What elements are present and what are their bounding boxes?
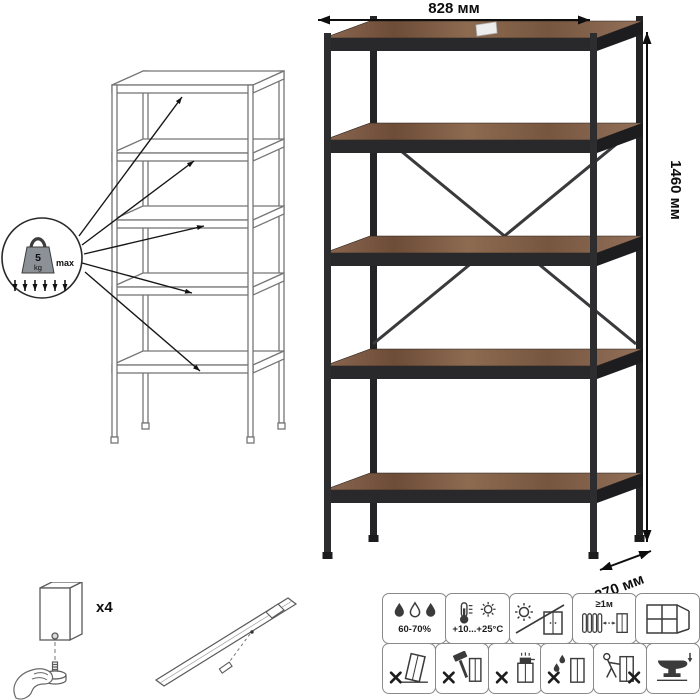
shelf-pointer-arrows: [78, 96, 205, 372]
pictogram-row-2: [382, 642, 700, 694]
shelf-2: [323, 122, 644, 153]
pictogram-no-hot-objects: [487, 642, 542, 694]
shelf-4: [323, 348, 644, 379]
leg-tube: [39, 582, 83, 642]
no-dragging-icon: [603, 653, 641, 684]
pictogram-no-hammer: [434, 642, 490, 694]
load-value: 5: [35, 252, 41, 264]
back-legs: [368, 16, 645, 542]
no-hammer-icon: [442, 651, 482, 684]
humidity-icon: [394, 601, 435, 618]
hand-illustration: [13, 668, 54, 700]
load-qualifier: max: [56, 258, 74, 268]
no-wet-cleaning-icon: [548, 654, 586, 684]
frame-corner-detail: [154, 597, 298, 687]
ventilation-icon: [646, 603, 691, 634]
dimension-width: 828 мм: [318, 0, 590, 25]
no-tilt-icon: [390, 652, 429, 684]
assembly-detail: x4: [13, 582, 298, 700]
weight-icon: 5 kg: [21, 237, 55, 274]
dimension-width-label: 828 мм: [428, 0, 479, 17]
pictogram-humidity: 60-70%: [382, 593, 447, 645]
pictogram-temperature: +10...+25°С: [445, 593, 511, 645]
no-direct-sunlight-icon: [515, 602, 565, 635]
pictogram-grid: 60-70%: [382, 593, 700, 694]
pictogram-no-direct-sunlight: [508, 593, 574, 645]
shelf-5: [323, 472, 644, 503]
heat-distance-icon: [582, 613, 629, 633]
front-legs: [322, 33, 599, 559]
dimension-height: 1460 мм: [642, 32, 684, 542]
pictogram-no-wet-cleaning: [540, 642, 595, 694]
pictogram-no-tilt: [382, 642, 437, 694]
feet-quantity-label: x4: [96, 599, 113, 616]
temperature-icon: [459, 602, 496, 625]
pictogram-no-dragging: [592, 642, 648, 694]
shelf-3: [323, 235, 644, 266]
wireframe-drawing: 5 kg max: [1, 69, 286, 444]
pictogram-label: ≥1м: [595, 599, 613, 611]
max-load-callout: 5 kg max: [1, 217, 83, 299]
pictogram-ventilation: [635, 593, 700, 645]
load-direction-arrows: [12, 280, 68, 291]
pictogram-label: 60-70%: [398, 624, 431, 636]
pictogram-label: +10...+25°С: [452, 624, 504, 636]
no-heavy-load-icon: [656, 652, 693, 682]
pictogram-heat-distance: ≥1м: [571, 593, 637, 645]
pictogram-no-heavy-load: [645, 642, 700, 694]
load-unit: kg: [34, 263, 42, 272]
product-photo: 828 мм 1460 мм 370 мм: [318, 0, 684, 600]
wireframe-shelving: [110, 69, 286, 444]
dimension-height-label: 1460 мм: [667, 160, 684, 220]
pictogram-row-1: 60-70%: [382, 593, 700, 645]
no-hot-objects-icon: [495, 652, 535, 684]
